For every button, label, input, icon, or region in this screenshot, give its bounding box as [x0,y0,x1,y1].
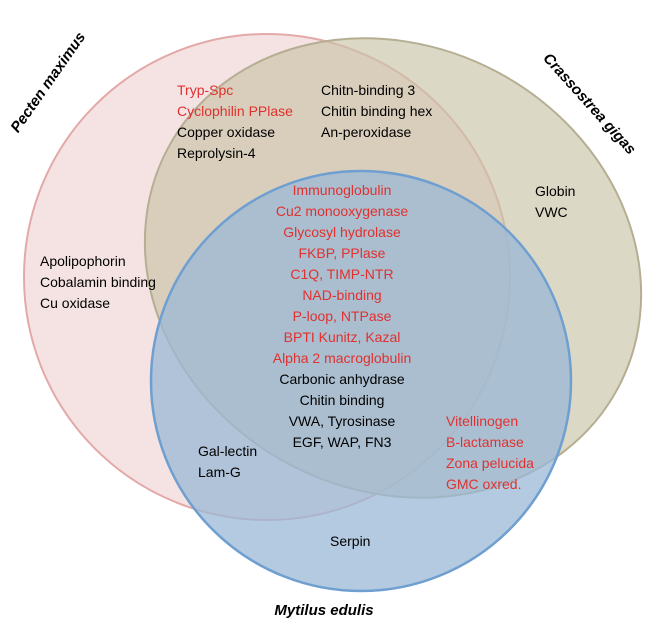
gene-label: Cu2 monooxygenase [276,203,409,219]
gene-label: Alpha 2 macroglobulin [273,350,412,366]
region-pecten-only: Apolipophorin Cobalamin binding Cu oxida… [40,253,156,311]
gene-label: Immunoglobulin [293,182,392,198]
region-crassostrea-mytilus: Vitellinogen B-lactamase Zona pelucida G… [446,413,534,492]
gene-label: C1Q, TIMP-NTR [290,266,393,282]
gene-label: FKBP, PPlase [299,245,386,261]
gene-label: Chitn-binding 3 [321,82,415,98]
region-all-three: Immunoglobulin Cu2 monooxygenase Glycosy… [273,182,412,450]
region-crassostrea-only: Globin VWC [535,183,575,220]
gene-label: Chitin binding [300,392,385,408]
gene-label: Serpin [330,533,370,549]
region-mytilus-only: Serpin [330,533,370,549]
set-shapes [23,33,643,593]
gene-label: Vitellinogen [446,413,518,429]
gene-label: Glycosyl hydrolase [283,224,401,240]
region-pecten-mytilus: Gal-lectin Lam-G [198,443,257,480]
gene-label: Lam-G [198,464,241,480]
gene-label: NAD-binding [302,287,381,303]
gene-label: Globin [535,183,575,199]
species-label-pecten: Pecten maximus [7,29,89,136]
gene-label: Apolipophorin [40,253,126,269]
gene-label: EGF, WAP, FN3 [293,434,392,450]
gene-label: Tryp-Spc [177,82,233,98]
gene-label: Cobalamin binding [40,274,156,290]
gene-label: Zona pelucida [446,455,534,471]
gene-label: BPTI Kunitz, Kazal [284,329,401,345]
gene-label: VWA, Tyrosinase [289,413,396,429]
gene-label: GMC oxred. [446,476,521,492]
gene-label: Reprolysin-4 [177,145,256,161]
region-pecten-crassostrea: Tryp-Spc Cyclophilin PPlase Copper oxida… [177,82,293,161]
gene-label: P-loop, NTPase [293,308,392,324]
gene-label: Cu oxidase [40,295,110,311]
gene-label: An-peroxidase [321,124,411,140]
species-label-mytilus: Mytilus edulis [274,602,373,619]
gene-label: VWC [535,204,568,220]
gene-label: Gal-lectin [198,443,257,459]
region-crassostrea-top: Chitn-binding 3 Chitin binding hex An-pe… [321,82,432,140]
gene-label: Chitin binding hex [321,103,432,119]
gene-label: Carbonic anhydrase [279,371,405,387]
gene-label: B-lactamase [446,434,524,450]
gene-label: Cyclophilin PPlase [177,103,293,119]
mytilus-edulis-set [149,169,573,593]
gene-label: Copper oxidase [177,124,275,140]
